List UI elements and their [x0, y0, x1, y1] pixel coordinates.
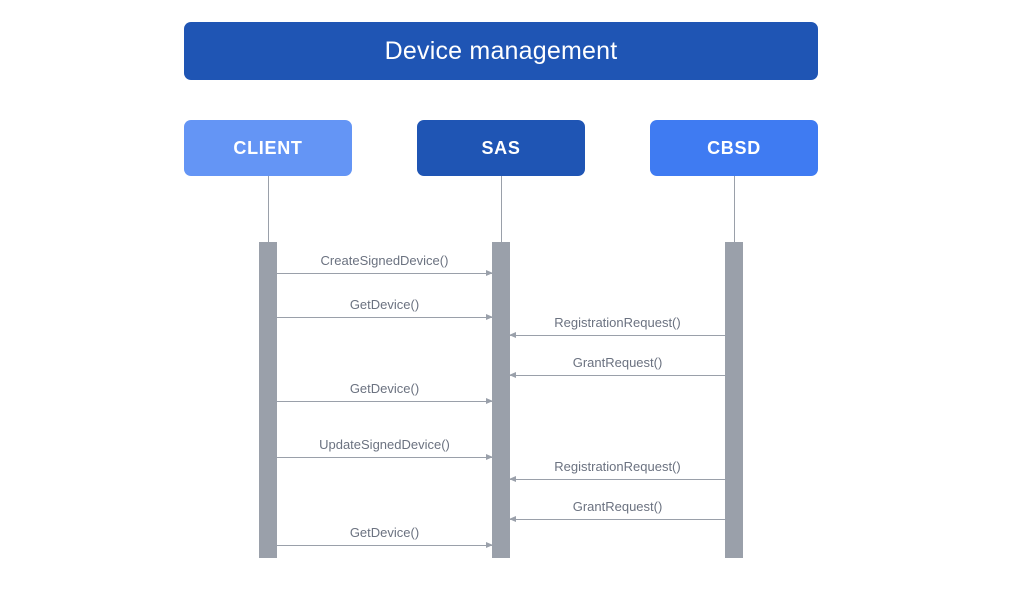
activation-bar-cbsd [725, 242, 743, 558]
message-label: GrantRequest() [572, 499, 663, 514]
message-line [277, 457, 492, 458]
arrowhead-icon [509, 475, 516, 482]
message-label: RegistrationRequest() [554, 315, 681, 330]
actor-box-sas[interactable]: SAS [417, 120, 585, 176]
message-label: GetDevice() [349, 525, 420, 540]
arrowhead-icon [486, 397, 493, 404]
message-label: GrantRequest() [572, 355, 663, 370]
arrowhead-icon [509, 331, 516, 338]
actor-box-cbsd[interactable]: CBSD [650, 120, 818, 176]
actor-label-cbsd: CBSD [707, 138, 761, 158]
diagram-title-banner: Device management [184, 22, 818, 80]
actor-label-client: CLIENT [233, 138, 303, 158]
arrowhead-icon [509, 371, 516, 378]
message-label: CreateSignedDevice() [320, 253, 449, 268]
message-line [277, 401, 492, 402]
message-line [277, 273, 492, 274]
arrowhead-icon [509, 515, 516, 522]
actor-label-sas: SAS [481, 138, 521, 158]
message-line [277, 545, 492, 546]
message-line [277, 317, 492, 318]
arrowhead-icon [486, 313, 493, 320]
message-label: UpdateSignedDevice() [319, 437, 450, 452]
activation-bar-client [259, 242, 277, 558]
message-line [510, 375, 725, 376]
arrowhead-icon [486, 541, 493, 548]
actor-box-client[interactable]: CLIENT [184, 120, 352, 176]
arrowhead-icon [486, 269, 493, 276]
message-label: GetDevice() [349, 297, 420, 312]
lifeline-cbsd [734, 176, 735, 242]
lifeline-client [268, 176, 269, 242]
lifeline-sas [501, 176, 502, 242]
message-line [510, 335, 725, 336]
message-line [510, 479, 725, 480]
diagram-title-text: Device management [384, 36, 618, 65]
message-line [510, 519, 725, 520]
message-label: RegistrationRequest() [554, 459, 681, 474]
message-label: GetDevice() [349, 381, 420, 396]
arrowhead-icon [486, 453, 493, 460]
activation-bar-sas [492, 242, 510, 558]
